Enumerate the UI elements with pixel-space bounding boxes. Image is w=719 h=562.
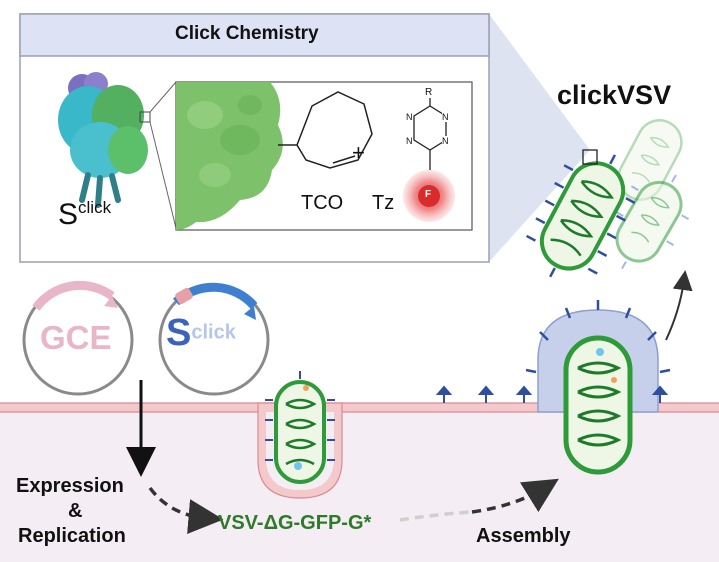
sclick-plasmid-label: Sclick [166,312,236,355]
gce-plasmid [22,280,134,396]
fluorophore-label: F [425,189,432,200]
membrane-glycoproteins [435,385,669,403]
clickvsv-virus [525,154,636,278]
tz-label: Tz [372,192,395,214]
endocytosed-virus [265,371,335,484]
tco-label: TCO [301,192,344,214]
fluorophore-core [418,185,440,207]
panel-title: Click Chemistry [175,23,319,44]
tetrazine-n2: N [442,112,449,122]
sclick-plasmid [158,282,270,396]
virus-construct-label: VSV-ΔG-GFP-G* [218,512,372,534]
sclick-sup: click [78,198,112,217]
sclick-plasmid-main: S [166,312,192,354]
dashed-line-to-assembly [399,510,471,522]
replication-label: Replication [18,525,126,547]
tco-structure [278,91,373,169]
faded-virus-right [615,174,690,269]
assembly-arrow [471,478,559,514]
plus-sign: + [352,140,365,165]
tetrazine-r: R [425,87,433,98]
assembly-label: Assembly [476,525,571,547]
faded-virus-back [617,119,683,201]
zoom-projection [489,14,590,262]
zoom-target-box [582,149,598,165]
sclick-main: S [58,198,79,231]
clickvsv-title: clickVSV [557,80,672,110]
dashed-arrow-to-virus [148,486,224,534]
tetrazine-n4: N [442,136,449,146]
gce-label: GCE [40,319,112,356]
sclick-protein-label: Sclick [58,198,111,232]
release-arrow [665,270,693,341]
budding-virus [525,300,671,475]
protein-surface-closeup [176,82,283,230]
ampersand-label: & [68,500,83,522]
spike-protein-illustration [58,72,177,229]
sclick-plasmid-sup: click [191,321,236,344]
tetrazine-n3: N [406,136,413,146]
expression-label: Expression [16,475,124,497]
tetrazine-n1: N [406,112,413,122]
